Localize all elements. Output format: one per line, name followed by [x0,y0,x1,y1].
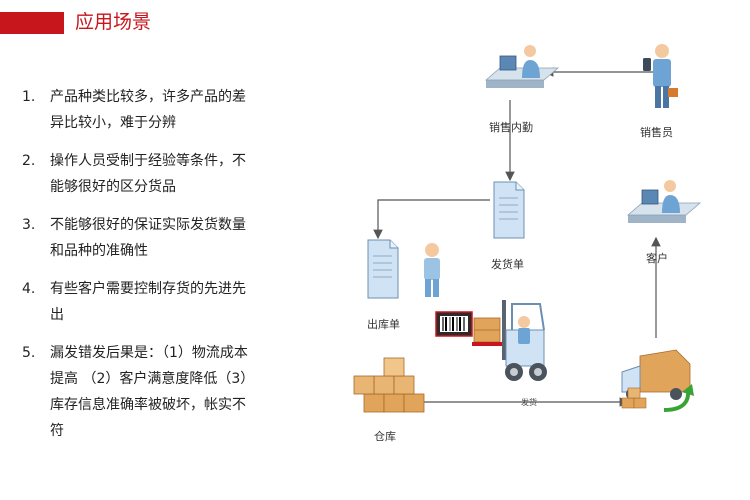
forklift-icon [472,300,547,381]
sales-office-icon [484,45,560,88]
delivery-note-icon [493,181,525,239]
page-title: 应用场景 [75,11,152,33]
label-salesperson: 销售员 [640,125,673,139]
item-text: 操作人员受制于经验等条件，不能够很好的区分货品 [50,153,246,195]
logistics-flow-diagram: 销售内勤 销售员 发货单 客户 [353,44,702,443]
label-sales-office: 销售内勤 [489,120,533,134]
item-text: 不能够很好的保证实际发货数量和品种的准确性 [50,217,246,259]
item-text: 漏发错发后果是：（1）物流成本提高 （2）客户满意度降低（3）库存信息准确率被破… [50,345,248,439]
item-number: 3. [22,217,36,233]
list-item: 5. 漏发错发后果是：（1）物流成本提高 （2）客户满意度降低（3）库存信息准确… [22,340,252,444]
list-item: 3. 不能够很好的保证实际发货数量和品种的准确性 [22,212,252,264]
list-item: 1. 产品种类比较多，许多产品的差异比较小，难于分辨 [22,84,252,136]
label-outbound-note: 出库单 [367,317,400,331]
item-number: 2. [22,153,36,169]
item-text: 有些客户需要控制存货的先进先出 [50,281,246,323]
label-delivery-note: 发货单 [491,257,524,271]
item-number: 4. [22,281,36,297]
list-item: 4. 有些客户需要控制存货的先进先出 [22,276,252,328]
delivery-truck-icon [621,349,694,412]
label-warehouse: 仓库 [374,429,396,443]
customer-icon [626,180,702,223]
outbound-note-icon [367,239,399,299]
title-accent-bar [0,12,64,34]
warehouse-boxes-icon [353,357,425,413]
item-number: 1. [22,89,36,105]
label-ship-edge: 发货 [521,397,537,407]
barcode-scanner-icon [435,311,473,337]
salesperson-icon [643,44,678,108]
warehouse-worker-icon [424,243,440,297]
edge-delivery-to-outbound [373,199,490,240]
label-customer: 客户 [646,251,668,265]
item-number: 5. [22,345,36,361]
item-text: 产品种类比较多，许多产品的差异比较小，难于分辨 [50,89,246,131]
list-item: 2. 操作人员受制于经验等条件，不能够很好的区分货品 [22,148,252,200]
scenario-list: 1. 产品种类比较多，许多产品的差异比较小，难于分辨 2. 操作人员受制于经验等… [22,84,252,456]
